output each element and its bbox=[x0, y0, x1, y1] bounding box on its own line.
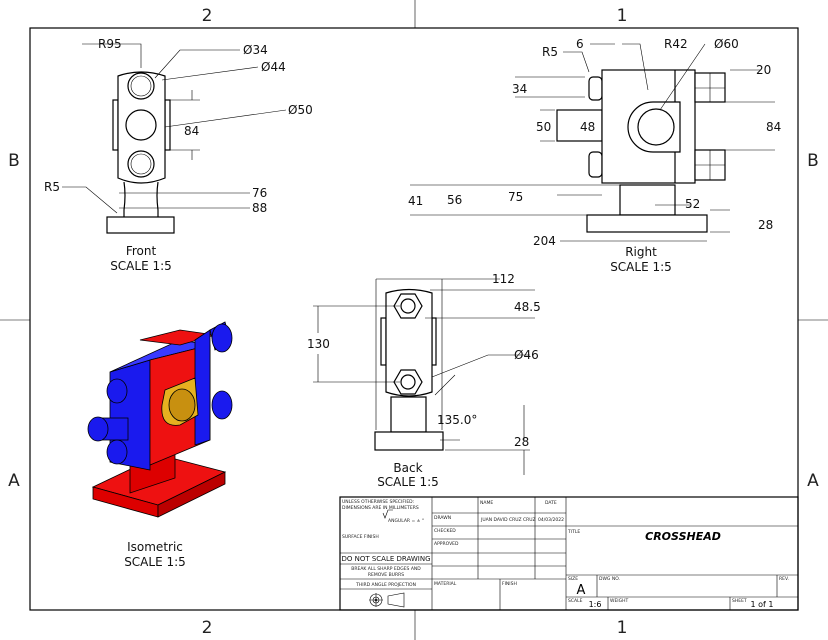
right-view-scale: SCALE 1:5 bbox=[610, 260, 672, 274]
dim-front-84: 84 bbox=[184, 124, 199, 138]
dim-front-r5: R5 bbox=[44, 180, 60, 194]
dim-right-6: 6 bbox=[576, 37, 584, 51]
zone-label-top-1: 1 bbox=[617, 6, 628, 26]
tb-checked-label: CHECKED bbox=[434, 528, 456, 534]
dim-right-56: 56 bbox=[447, 193, 462, 207]
dim-right-84: 84 bbox=[766, 120, 781, 134]
dim-front-d44: Ø44 bbox=[261, 60, 286, 74]
zone-label-bottom-2: 2 bbox=[202, 618, 213, 638]
dim-right-34: 34 bbox=[512, 82, 527, 96]
back-view bbox=[313, 278, 535, 475]
dim-right-75: 75 bbox=[508, 190, 523, 204]
dim-back-angle: 135.0° bbox=[437, 413, 477, 427]
dim-back-48-5: 48.5 bbox=[514, 300, 541, 314]
tb-surface-finish: SURFACE FINISH bbox=[342, 534, 379, 540]
dim-front-88: 88 bbox=[252, 201, 267, 215]
front-view-scale: SCALE 1:5 bbox=[110, 259, 172, 273]
dim-right-50: 50 bbox=[536, 120, 551, 134]
front-view-label: Front bbox=[126, 244, 157, 258]
tb-drawn-date: 04/03/2022 bbox=[538, 517, 564, 523]
dim-back-112: 112 bbox=[492, 272, 515, 286]
title-block bbox=[339, 496, 799, 611]
dim-right-52: 52 bbox=[685, 197, 700, 211]
dim-right-204: 204 bbox=[533, 234, 556, 248]
dim-right-r5: R5 bbox=[542, 45, 558, 59]
tb-note-1: UNLESS OTHERWISE SPECIFIED: bbox=[342, 499, 414, 505]
dim-front-d50: Ø50 bbox=[288, 103, 313, 117]
dim-back-130: 130 bbox=[307, 337, 330, 351]
tb-material-label: MATERIAL bbox=[434, 581, 457, 587]
tb-drawn-by: JUAN DAVID CRUZ CRUZ bbox=[480, 517, 536, 523]
back-view-label: Back bbox=[393, 461, 422, 475]
tb-break-2: REMOVE BURRS bbox=[368, 572, 404, 578]
tb-title-label: TITLE bbox=[567, 529, 580, 535]
zone-label-right-b: B bbox=[807, 151, 819, 171]
back-view-scale: SCALE 1:5 bbox=[377, 475, 439, 489]
front-view bbox=[62, 43, 287, 234]
zone-label-left-a: A bbox=[8, 471, 20, 491]
dim-right-28: 28 bbox=[758, 218, 773, 232]
zone-label-bottom-1: 1 bbox=[617, 618, 628, 638]
dim-right-20: 20 bbox=[756, 63, 771, 77]
tb-projection: THIRD ANGLE PROJECTION bbox=[355, 582, 416, 588]
tb-size: A bbox=[577, 583, 586, 598]
tb-dwg-no-label: DWG NO. bbox=[599, 576, 620, 582]
dim-right-d60: Ø60 bbox=[714, 37, 739, 51]
tb-sheet: 1 of 1 bbox=[751, 600, 774, 609]
tb-approved-label: APPROVED bbox=[434, 541, 459, 547]
tb-note-2: DIMENSIONS ARE IN MILLIMETERS bbox=[342, 505, 419, 511]
isometric-view-label: Isometric bbox=[127, 540, 183, 554]
right-view-label: Right bbox=[625, 245, 657, 259]
zone-label-right-a: A bbox=[807, 471, 819, 491]
tb-drawn-label: DRAWN bbox=[434, 515, 451, 521]
tb-finish-label: FINISH bbox=[502, 581, 517, 587]
tb-date-header: DATE bbox=[545, 500, 557, 506]
zone-label-left-b: B bbox=[8, 151, 20, 171]
tb-angular: ANGULAR = ± ° bbox=[388, 518, 424, 524]
dim-back-d46: Ø46 bbox=[514, 348, 539, 362]
dim-front-d34: Ø34 bbox=[243, 43, 268, 57]
tb-size-label: SIZE bbox=[568, 576, 578, 582]
tb-do-not-scale: DO NOT SCALE DRAWING bbox=[341, 555, 430, 563]
dim-right-48: 48 bbox=[580, 120, 595, 134]
dim-right-r42: R42 bbox=[664, 37, 688, 51]
dim-front-76: 76 bbox=[252, 186, 267, 200]
tb-scale: 1:6 bbox=[589, 600, 602, 609]
dim-back-28: 28 bbox=[514, 435, 529, 449]
zone-label-top-2: 2 bbox=[202, 6, 213, 26]
dim-front-r95: R95 bbox=[98, 37, 122, 51]
tb-title: CROSSHEAD bbox=[645, 530, 721, 543]
tb-sheet-label: SHEET bbox=[732, 598, 747, 604]
tb-break-1: BREAK ALL SHARP EDGES AND bbox=[351, 566, 421, 572]
isometric-view-scale: SCALE 1:5 bbox=[124, 555, 186, 569]
tb-rev-label: REV. bbox=[779, 576, 789, 582]
right-view bbox=[410, 43, 775, 242]
isometric-view bbox=[87, 321, 233, 518]
dim-right-41: 41 bbox=[408, 194, 423, 208]
tb-weight-label: WEIGHT bbox=[610, 598, 628, 604]
tb-scale-label: SCALE bbox=[568, 598, 583, 604]
tb-name-header: NAME bbox=[480, 500, 493, 506]
